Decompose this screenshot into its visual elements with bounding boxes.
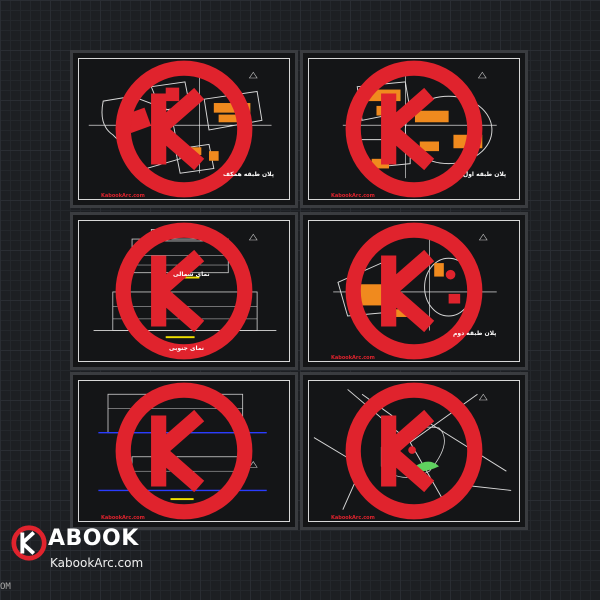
sheet-border xyxy=(78,380,290,522)
watermark-text: KabookArc.com xyxy=(331,355,375,361)
command-line[interactable]: OM xyxy=(0,582,11,592)
sheet-sections[interactable]: KabookArc.com xyxy=(70,372,298,530)
sheet-ground-floor-plan[interactable]: KabookArc.com پلان طبقه همکف xyxy=(70,50,298,208)
sheet-first-floor-plan[interactable]: KabookArc.com پلان طبقه اول xyxy=(300,50,528,208)
sheet-title: پلان طبقه دوم xyxy=(453,330,497,337)
watermark-logo-icon xyxy=(115,222,253,360)
elevation-title-south: نمای جنوبی xyxy=(169,345,204,352)
brand-logo: ABOOK KabookArc.com xyxy=(8,520,198,580)
watermark-logo-icon xyxy=(115,382,253,520)
watermark-text: KabookArc.com xyxy=(331,193,375,199)
watermark-logo-icon xyxy=(345,222,483,360)
watermark-logo-icon xyxy=(345,60,483,198)
sheet-second-floor-plan[interactable]: KabookArc.com پلان طبقه دوم xyxy=(300,212,528,370)
sheet-title: پلان طبقه همکف xyxy=(223,171,274,178)
brand-url[interactable]: KabookArc.com xyxy=(50,556,144,570)
sheet-elevations[interactable]: نمای شمالی نمای جنوبی xyxy=(70,212,298,370)
sheet-border xyxy=(78,220,290,362)
watermark-text: KabookArc.com xyxy=(101,193,145,199)
brand-word: ABOOK xyxy=(48,526,139,551)
sheet-border xyxy=(78,58,290,200)
elevation-title-north: نمای شمالی xyxy=(173,271,210,278)
sheet-title: پلان طبقه اول xyxy=(463,171,507,178)
watermark-logo-icon xyxy=(345,382,483,520)
brand-logo-icon xyxy=(11,525,47,561)
sheet-border xyxy=(308,380,520,522)
watermark-text: KabookArc.com xyxy=(101,515,145,521)
sheet-border xyxy=(308,58,520,200)
sheet-border xyxy=(308,220,520,362)
watermark-text: KabookArc.com xyxy=(331,515,375,521)
sheet-site-plan[interactable]: KabookArc.com xyxy=(300,372,528,530)
watermark-logo-icon xyxy=(115,60,253,198)
